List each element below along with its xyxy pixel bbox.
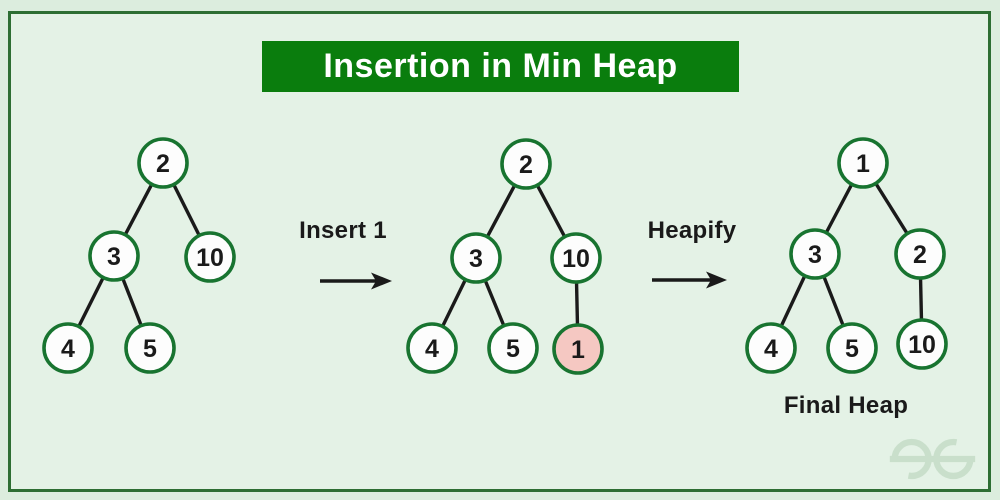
logo-right-g: [933, 438, 974, 480]
tree-node-value: 4: [425, 335, 439, 363]
heapify-step-label: Heapify: [647, 217, 737, 244]
insert-step-label: Insert 1: [299, 217, 387, 244]
tree-node-1: [552, 323, 604, 375]
tree-node-5: [487, 322, 539, 374]
tree-after-insert: 2 3 10 4 5 1: [406, 138, 604, 375]
tree-node-4: [42, 322, 94, 374]
tree-node-10: [184, 231, 236, 283]
tree-node-4: [406, 322, 458, 374]
tree-node-5: [826, 322, 878, 374]
tree-node-10: [896, 318, 948, 370]
arrow-head: [706, 271, 727, 289]
tree-node-4: [745, 322, 797, 374]
tree-node-value: 3: [107, 243, 121, 271]
final-heap-label: Final Heap: [783, 392, 909, 419]
arrow-head: [371, 272, 392, 290]
tree-node-value: 2: [913, 241, 927, 269]
tree-node-5: [124, 322, 176, 374]
tree-node-value: 4: [61, 335, 75, 363]
tree-node-value: 1: [571, 336, 585, 364]
tree-node-2: [500, 138, 552, 190]
tree-node-value: 2: [156, 150, 170, 178]
tree-node-value: 10: [908, 331, 936, 359]
tree-node-10: [550, 232, 602, 284]
tree-node-value: 10: [562, 245, 590, 273]
tree-node-value: 5: [845, 335, 859, 363]
title-banner: Insertion in Min Heap: [262, 41, 739, 92]
tree-node-2: [894, 228, 946, 280]
geeksforgeeks-logo: [889, 438, 976, 480]
step-arrow-2: [652, 271, 727, 289]
tree-node-value: 5: [143, 335, 157, 363]
tree-final-heap: 1 3 2 4 5 10: [745, 137, 948, 374]
tree-node-2: [137, 137, 189, 189]
tree-node-3: [450, 232, 502, 284]
tree-node-value: 10: [196, 244, 224, 272]
tree-node-3: [88, 230, 140, 282]
tree-node-3: [789, 228, 841, 280]
tree-node-1: [837, 137, 889, 189]
tree-node-value: 1: [856, 150, 870, 178]
tree-node-value: 4: [764, 335, 778, 363]
step-arrow-1: [320, 272, 392, 290]
tree-node-value: 5: [506, 335, 520, 363]
tree-node-value: 3: [469, 245, 483, 273]
tree-node-value: 2: [519, 151, 533, 179]
tree-node-value: 3: [808, 241, 822, 269]
tree-initial-heap: 2 3 10 4 5: [42, 137, 236, 374]
